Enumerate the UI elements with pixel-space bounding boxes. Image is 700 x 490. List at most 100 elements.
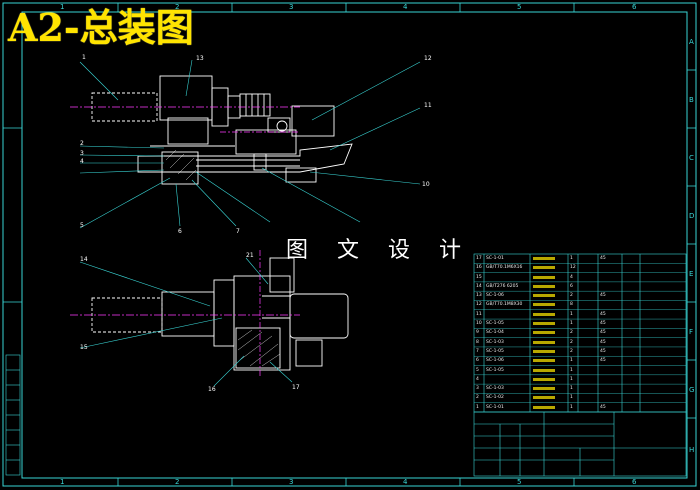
bom-material: 45	[600, 311, 606, 317]
bom-code: SC-1-06	[486, 293, 504, 299]
callout-21: 21	[246, 252, 254, 259]
zone-bottom-4: 4	[403, 478, 408, 486]
bom-name-mark	[533, 405, 555, 409]
zone-right-B: B	[689, 96, 694, 104]
bom-material: 45	[600, 348, 606, 354]
zone-top-3: 3	[289, 3, 294, 11]
inner-frame	[21, 11, 688, 479]
callout-13: 13	[196, 55, 204, 62]
bom-code: GB/T276 6205	[486, 283, 519, 289]
bom-table	[473, 253, 687, 413]
bom-qty: 4	[570, 274, 573, 280]
zone-right-A: A	[689, 38, 694, 46]
bom-no: 10	[476, 321, 482, 327]
bom-material: 45	[600, 293, 606, 299]
bom-code: SC-1-04	[486, 330, 504, 336]
callout-1: 1	[82, 54, 86, 61]
callout-17: 17	[292, 384, 300, 391]
bom-no: 6	[476, 358, 479, 364]
bom-no: 7	[476, 348, 479, 354]
zone-ticks	[3, 3, 696, 486]
bom-no: 11	[476, 311, 482, 317]
bom-code: SC-1-01	[486, 256, 504, 261]
zone-right-C: C	[689, 154, 694, 162]
bom-qty: 2	[570, 293, 573, 299]
callout-12: 12	[424, 55, 432, 62]
bom-name-mark	[533, 396, 555, 400]
bom-qty: 1	[570, 321, 573, 327]
bom-code: SC-1-05	[486, 348, 504, 354]
top-view-hatch	[165, 149, 197, 181]
leader-lines	[79, 59, 421, 387]
bom-material: 45	[600, 321, 606, 327]
zone-top-6: 6	[632, 3, 637, 11]
zone-top-1: 1	[60, 3, 65, 11]
bom-no: 9	[476, 330, 479, 336]
bom-code: SC-1-02	[486, 395, 504, 401]
callout-6: 6	[178, 228, 182, 235]
bom-qty: 8	[570, 302, 573, 308]
bom-code: SC-1-03	[486, 339, 504, 345]
bom-no: 14	[476, 283, 482, 289]
zone-right-E: E	[689, 270, 694, 278]
bom-no: 17	[476, 256, 482, 261]
side-strip	[5, 354, 21, 476]
bom-name-mark	[533, 368, 555, 372]
bom-qty: 12	[570, 265, 576, 271]
bom-code: SC-1-03	[486, 386, 504, 392]
bom-qty: 1	[570, 311, 573, 317]
zone-top-2: 2	[175, 3, 180, 11]
bom-qty: 1	[570, 376, 573, 382]
top-view	[91, 75, 353, 185]
zone-top-5: 5	[517, 3, 522, 11]
bom-code: SC-1-05	[486, 321, 504, 327]
bom-qty: 1	[570, 386, 573, 392]
bom-name-mark	[533, 340, 555, 344]
zone-right-F: F	[689, 328, 694, 336]
zone-bottom-5: 5	[517, 478, 522, 486]
bom-name-mark	[533, 331, 555, 335]
bom-name-mark	[533, 294, 555, 298]
bom-no: 8	[476, 339, 479, 345]
bom-name-mark	[533, 275, 555, 279]
bom-no: 16	[476, 265, 482, 271]
bom-qty: 6	[570, 283, 573, 289]
bom-no: 3	[476, 386, 479, 392]
bom-name-mark	[533, 387, 555, 391]
bottom-view-hatch	[237, 329, 281, 367]
bom-material: 45	[600, 330, 606, 336]
callout-3: 3	[80, 150, 84, 157]
bom-row-lines	[474, 263, 686, 403]
bom-name-mark	[533, 359, 555, 363]
callout-11: 11	[424, 102, 432, 109]
bom-qty: 2	[570, 339, 573, 345]
bom-qty: 2	[570, 330, 573, 336]
bom-no: 15	[476, 274, 482, 280]
bom-material: 45	[600, 256, 606, 261]
zone-right-H: H	[689, 446, 695, 454]
title-block	[473, 411, 687, 477]
bom-code: SC-1-05	[486, 367, 504, 373]
bom-no: 4	[476, 376, 479, 382]
bom-qty: 1	[570, 358, 573, 364]
bom-qty: 1	[570, 404, 573, 410]
bom-code: SC-1-01	[486, 404, 504, 410]
bom-qty: 2	[570, 348, 573, 354]
callout-15: 15	[80, 344, 88, 351]
bom-name-mark	[533, 284, 555, 288]
callout-5: 5	[80, 222, 84, 229]
callout-14: 14	[80, 256, 88, 263]
bom-material: 45	[600, 404, 606, 410]
callout-16: 16	[208, 386, 216, 393]
bom-code: GB/T70.1M6X16	[486, 265, 523, 271]
zone-right-D: D	[689, 212, 695, 220]
sheet-title: A2-总装图	[8, 5, 194, 50]
bom-name-mark	[533, 322, 555, 326]
bom-material: 45	[600, 358, 606, 364]
callout-2: 2	[80, 140, 84, 147]
bom-no: 13	[476, 293, 482, 299]
bom-qty: 1	[570, 367, 573, 373]
bom-qty: 1	[570, 256, 573, 261]
bom-no: 2	[476, 395, 479, 401]
